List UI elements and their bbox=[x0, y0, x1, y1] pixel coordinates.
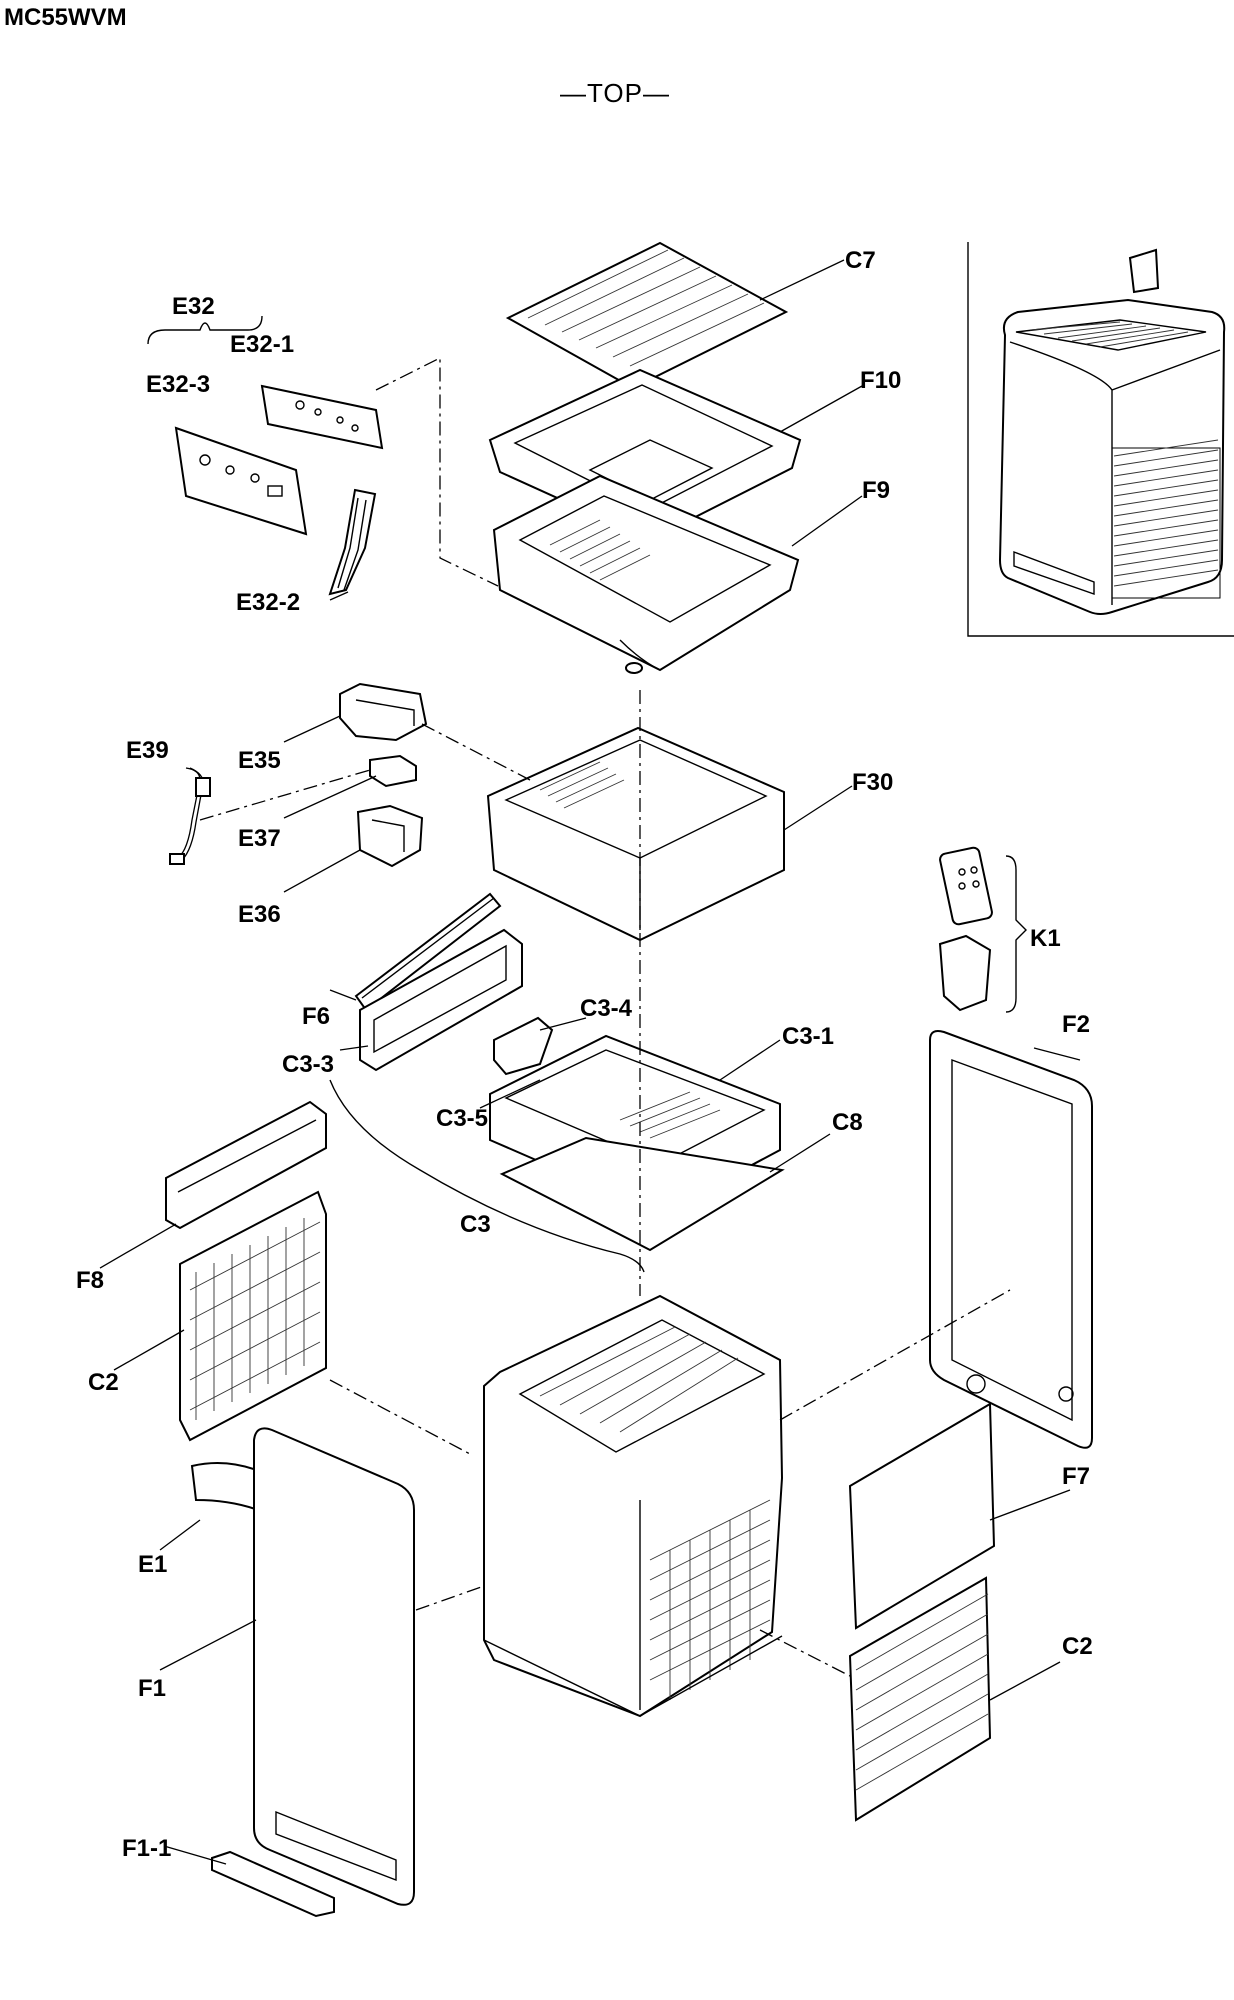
label-C3-1: C3-1 bbox=[782, 1023, 834, 1050]
label-C3-3: C3-3 bbox=[282, 1051, 334, 1078]
part-C8-plate bbox=[499, 1136, 785, 1252]
part-K1-remote-control bbox=[938, 846, 1027, 1013]
part-C2-filter-left bbox=[179, 1190, 327, 1442]
label-C7: C7 bbox=[845, 247, 876, 274]
part-C3-3-side-housing bbox=[359, 928, 523, 1072]
label-E32-3: E32-3 bbox=[146, 371, 210, 398]
label-F9: F9 bbox=[862, 477, 890, 504]
part-C2-filter-right bbox=[848, 1576, 992, 1822]
assembled-unit-inset bbox=[967, 242, 1234, 637]
label-F8: F8 bbox=[76, 1267, 104, 1294]
part-F7-side-panel bbox=[848, 1402, 996, 1630]
label-C3-4: C3-4 bbox=[580, 995, 633, 1022]
part-F9-housing bbox=[492, 474, 800, 674]
assembly-lines bbox=[199, 356, 1011, 1677]
part-E37-sensor-board bbox=[369, 754, 417, 788]
label-C3: C3 bbox=[460, 1211, 491, 1238]
part-C3-4-motor bbox=[493, 1016, 554, 1076]
label-C2-left: C2 bbox=[88, 1369, 119, 1396]
label-F1: F1 bbox=[138, 1675, 166, 1702]
label-F2: F2 bbox=[1062, 1011, 1090, 1038]
part-E35-sensor-cover bbox=[339, 682, 428, 742]
part-F2-back-panel bbox=[929, 1030, 1093, 1449]
part-main-body bbox=[483, 1294, 784, 1718]
part-E32-control-board bbox=[147, 315, 384, 596]
label-C2-right: C2 bbox=[1062, 1633, 1093, 1660]
label-E37: E37 bbox=[238, 825, 281, 852]
part-F1-1-trim bbox=[211, 1850, 335, 1918]
label-K1: K1 bbox=[1030, 925, 1061, 952]
part-F30-tray bbox=[486, 726, 785, 942]
part-E39-wire-harness bbox=[169, 767, 211, 865]
label-E36: E36 bbox=[238, 901, 281, 928]
part-labels: C7 F10 F9 E32 E32-1 E32-3 E32-2 E39 E35 … bbox=[76, 247, 1093, 1862]
part-C7-top-grille bbox=[505, 241, 789, 390]
label-F1-1: F1-1 bbox=[122, 1835, 171, 1862]
label-C3-5: C3-5 bbox=[436, 1105, 488, 1132]
part-F6-cover bbox=[354, 892, 502, 1012]
part-F1-front-panel bbox=[253, 1427, 415, 1906]
C3-group-bracket bbox=[329, 1079, 645, 1273]
label-E35: E35 bbox=[238, 747, 281, 774]
label-F6: F6 bbox=[302, 1003, 330, 1030]
part-F8-filter-frame bbox=[165, 1100, 327, 1230]
part-E36-sensor-housing bbox=[356, 804, 424, 868]
label-F10: F10 bbox=[860, 367, 901, 394]
label-E32-1: E32-1 bbox=[230, 331, 294, 358]
label-C8: C8 bbox=[832, 1109, 863, 1136]
view-orientation-label: —TOP— bbox=[560, 78, 670, 108]
label-E32-2: E32-2 bbox=[236, 589, 300, 616]
label-E39: E39 bbox=[126, 737, 169, 764]
leader-lines bbox=[99, 259, 1081, 1865]
label-F30: F30 bbox=[852, 769, 893, 796]
label-E1: E1 bbox=[138, 1551, 167, 1578]
model-number: MC55WVM bbox=[4, 4, 127, 31]
label-E32: E32 bbox=[172, 293, 215, 320]
label-F7: F7 bbox=[1062, 1463, 1090, 1490]
